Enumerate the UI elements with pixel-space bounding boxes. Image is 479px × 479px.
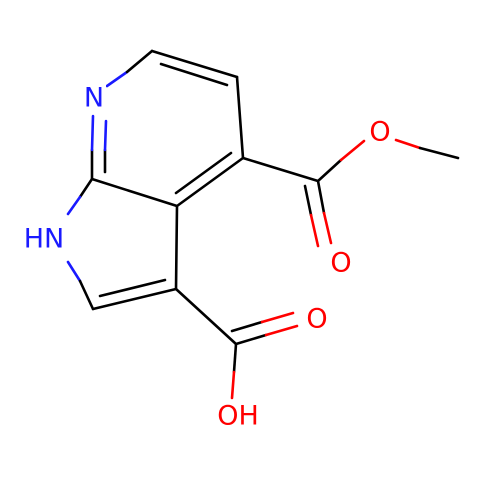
hydroxyl-acid-label: OH (217, 401, 259, 432)
bond-n-c6 (105, 70, 129, 88)
bond-c3a-c7a (90, 177, 179, 208)
bond-c7a-n1-b (66, 195, 82, 216)
bond-acid-c-o-double-b (260, 311, 295, 324)
bond-c3-c3a (174, 204, 179, 291)
bond-ester-c-o-carbonyl-b (322, 211, 333, 245)
bond-c6-c5-double (159, 62, 229, 87)
bond-ester-c-o-carbonyl-double-b (309, 213, 320, 248)
bond-n-c6-b (125, 49, 154, 74)
methyl-ester-group (241, 138, 460, 248)
atom-labels: N HN O O O OH (16, 83, 394, 432)
bond-ester-c-o-carbonyl (316, 179, 326, 215)
oxygen-ester-ether-label: O (369, 117, 390, 148)
bond-o-methyl-b (418, 146, 460, 160)
bond-ester-c-o-b (339, 139, 366, 162)
oxygen-acid-carbonyl-label: O (306, 304, 327, 335)
bond-c7a-n-b (90, 114, 95, 152)
bond-c7a-n-double-b (103, 119, 108, 152)
pyridine-ring (90, 49, 245, 208)
bond-c2-c3-double (98, 278, 167, 298)
bond-acid-c-o (234, 333, 268, 346)
bond-n1-c2-b (78, 279, 95, 311)
nh-pyrrole-label: HN (24, 224, 65, 255)
bond-acid-c-oh-b (230, 370, 236, 400)
bond-ester-c-o (316, 158, 343, 183)
bond-acid-c-o-double (230, 320, 264, 333)
oxygen-ester-carbonyl-label: O (330, 248, 351, 279)
bond-c5-c4 (235, 75, 245, 160)
bond-c4-c3a (175, 156, 245, 208)
bond-c7a-n1 (78, 177, 94, 199)
bond-c3-acid-c (174, 287, 238, 346)
bond-ester-c-o-carbonyl-double (303, 184, 313, 217)
bond-o-methyl (394, 138, 422, 150)
bond-c4-c3a-double (174, 151, 233, 195)
bond-acid-c-o-b (264, 324, 299, 337)
nitrogen-pyridine-label: N (84, 83, 104, 114)
carboxylic-acid-group (174, 287, 299, 400)
bond-c4-ester-c (241, 156, 320, 183)
bond-acid-c-oh (232, 342, 238, 374)
bond-c2-c3 (91, 287, 178, 311)
bond-n1-c2 (66, 260, 82, 283)
pyrrole-ring (66, 177, 179, 311)
bond-c6-c5 (150, 49, 239, 79)
